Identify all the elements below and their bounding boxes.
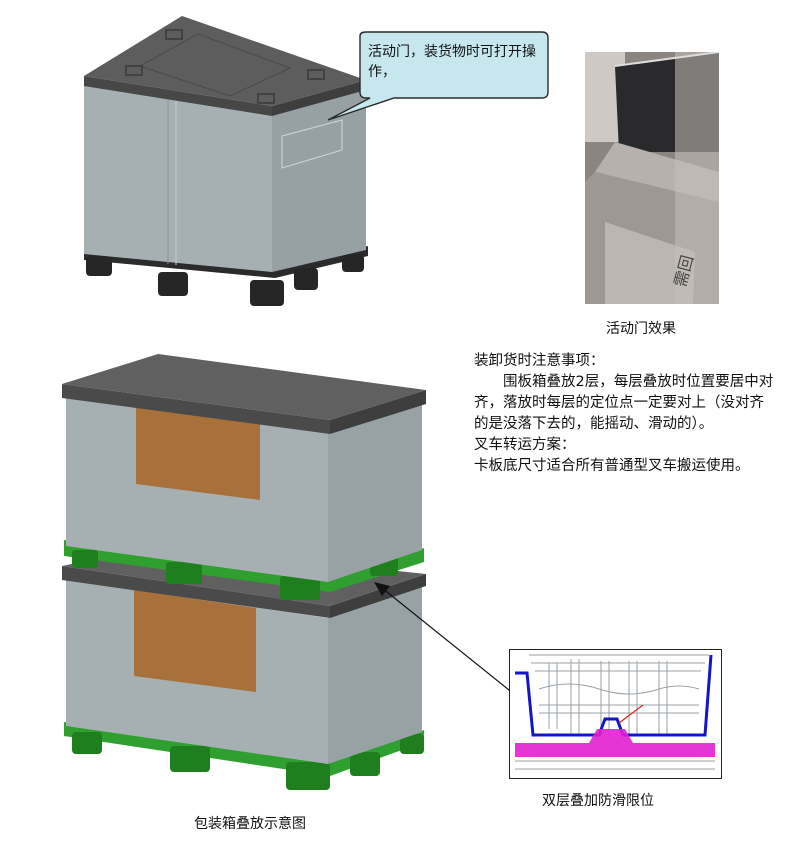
bottom-box-label <box>134 590 256 692</box>
lower-lid-profile <box>515 729 715 757</box>
box-lid <box>84 16 366 116</box>
top-box-label <box>136 406 260 500</box>
pointer-arrow <box>370 580 520 700</box>
forklift-body: 卡板底尺寸适合所有普通型叉车搬运使用。 <box>474 458 750 474</box>
door-effect-photo: 需回 <box>585 52 719 304</box>
box-front-wall <box>84 84 272 272</box>
dark-pallet <box>84 246 368 306</box>
bottom-box-side <box>328 586 422 764</box>
bottom-green-pallet <box>64 722 424 790</box>
loading-notes-body: 围板箱叠放2层，每层叠放时位置要居中对齐，落放时每层的定位点一定要对上（没对齐的… <box>474 374 774 432</box>
top-box-side <box>328 402 422 582</box>
movable-door <box>281 119 343 169</box>
photo-caption: 活动门效果 <box>606 321 676 337</box>
top-box-lid <box>62 384 330 434</box>
detail-caption: 双层叠加防滑限位 <box>542 793 654 809</box>
stacked-boxes-illustration <box>58 350 438 800</box>
loading-notes-title: 装卸货时注意事项： <box>474 353 605 369</box>
forklift-title: 叉车转运方案： <box>474 437 576 453</box>
bottom-box-lid <box>62 566 330 618</box>
anti-slip-detail-drawing <box>509 649 722 779</box>
notes-block: 装卸货时注意事项： 围板箱叠放2层，每层叠放时位置要居中对齐，落放时每层的定位点… <box>474 351 774 477</box>
callout-text: 活动门，装货物时可打开操作， <box>368 44 536 80</box>
upper-pallet-profile <box>515 654 713 737</box>
callout-bubble <box>320 28 560 128</box>
single-box-illustration <box>80 10 380 310</box>
stack-caption: 包装箱叠放示意图 <box>194 816 306 832</box>
